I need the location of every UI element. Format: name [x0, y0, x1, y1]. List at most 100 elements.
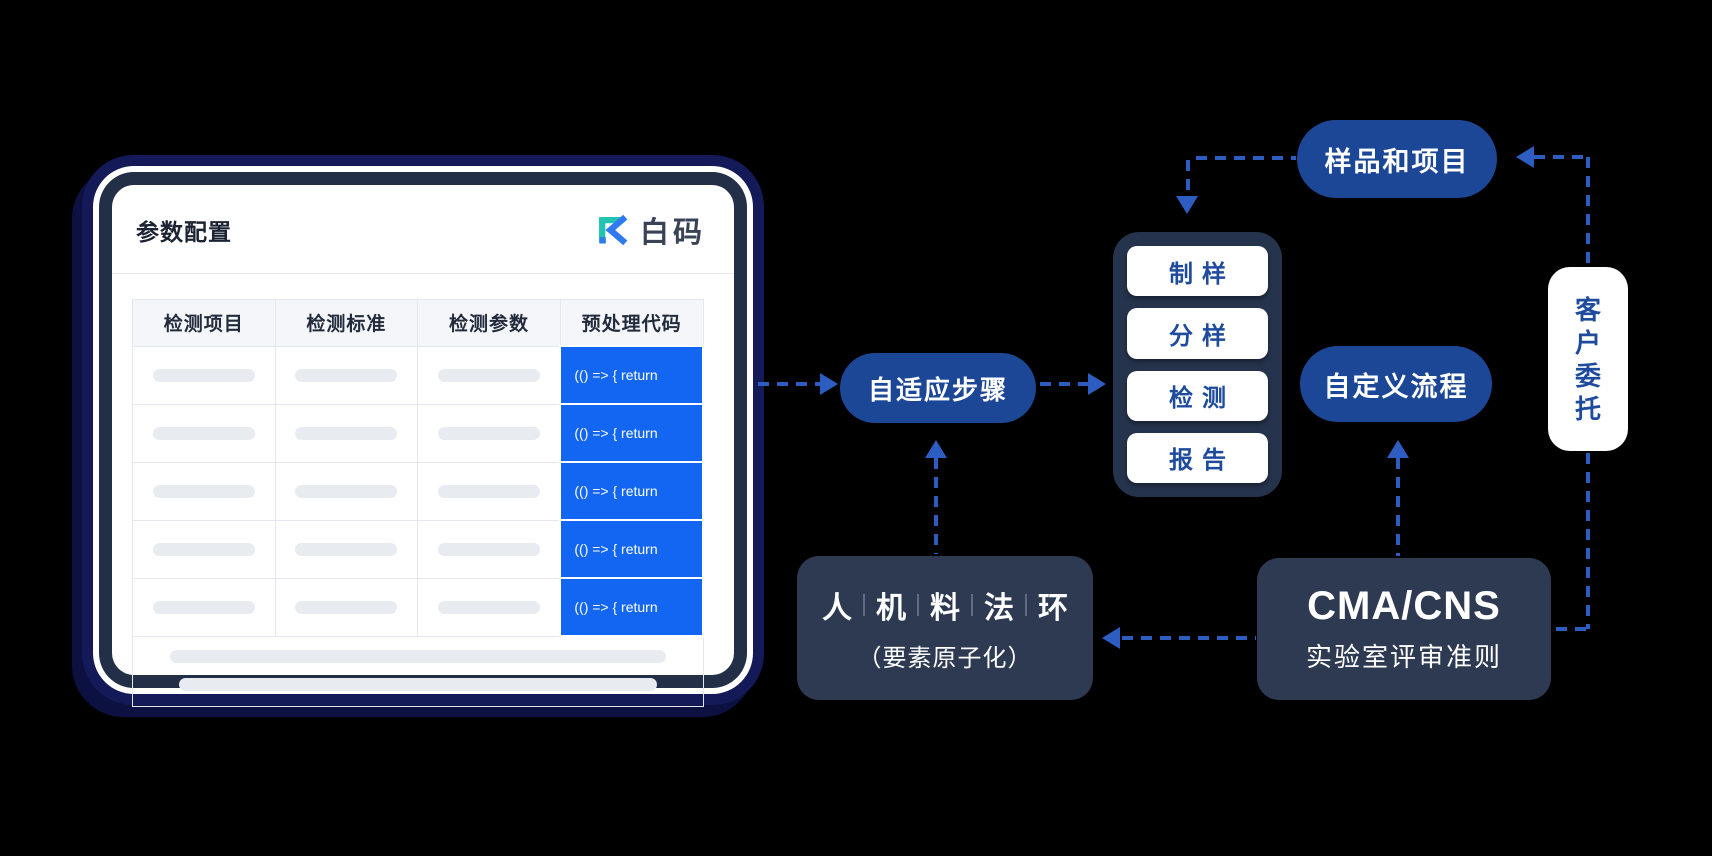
element-divider — [863, 594, 865, 616]
customer-char: 委 — [1574, 360, 1601, 391]
preprocess-code-cell: (() => { return — [559, 461, 704, 521]
parameter-config-window: 参数配置 白码 检测项目 检测标准 检测参数 预处理代码 — [112, 185, 734, 707]
placeholder-cell — [274, 403, 419, 463]
element-char: 料 — [930, 592, 960, 625]
arrowhead-up-icon — [925, 440, 947, 458]
arrow-cma-to-custom — [1396, 458, 1400, 556]
table-head: 检测项目 检测标准 检测参数 预处理代码 — [132, 299, 704, 347]
arrow-samples-to-stack-h — [1196, 156, 1296, 160]
elements-subtitle: （要素原子化） — [857, 645, 1033, 672]
placeholder-bar — [152, 426, 255, 440]
placeholder-cell — [132, 345, 276, 405]
element-divider — [917, 594, 919, 616]
brand-logo-text: 白码 — [639, 217, 706, 249]
placeholder-bar — [438, 426, 540, 440]
baima-logo-icon — [599, 214, 628, 246]
process-step-button: 制样 — [1127, 246, 1268, 297]
process-step-button: 报告 — [1127, 432, 1268, 483]
column-header: 检测项目 — [132, 299, 276, 347]
node-adaptive-steps: 自适应步骤 — [840, 353, 1036, 423]
placeholder-bar — [170, 650, 666, 663]
placeholder-cell — [274, 345, 419, 405]
arrowhead-left-icon — [1102, 627, 1120, 649]
preprocess-code-cell: (() => { return — [559, 577, 704, 637]
placeholder-cell — [417, 577, 561, 637]
placeholder-bar — [438, 484, 540, 498]
process-step-button: 分样 — [1127, 308, 1268, 359]
elements-row: 人机料法环 — [822, 583, 1068, 627]
preprocess-code-cell: (() => { return — [559, 519, 704, 579]
placeholder-cell — [132, 403, 276, 463]
placeholder-bar — [152, 542, 255, 556]
placeholder-cell — [417, 403, 561, 463]
customer-char: 客 — [1574, 294, 1601, 325]
element-char: 环 — [1038, 592, 1068, 625]
placeholder-cell — [132, 577, 276, 637]
table-row: (() => { return — [132, 403, 704, 463]
window-title: 参数配置 — [136, 219, 232, 245]
placeholder-bar — [295, 368, 398, 382]
placeholder-cell — [132, 519, 276, 579]
arrow-elements-to-adaptive — [934, 458, 938, 554]
arrowhead-up-icon — [1387, 440, 1409, 458]
placeholder-cell — [274, 519, 419, 579]
preprocess-code-cell: (() => { return — [559, 403, 704, 463]
node-samples-and-projects: 样品和项目 — [1297, 120, 1497, 198]
placeholder-bar — [438, 542, 540, 556]
placeholder-bar — [295, 484, 398, 498]
placeholder-cell — [417, 461, 561, 521]
config-table: 检测项目 检测标准 检测参数 预处理代码 (() => { return(() … — [132, 299, 704, 707]
arrow-customer-to-cma-v — [1586, 453, 1590, 629]
arrow-customer-to-samples-v — [1586, 157, 1590, 265]
element-divider — [1025, 594, 1027, 616]
placeholder-bar — [438, 368, 540, 382]
placeholder-bar — [152, 600, 255, 614]
placeholder-cell — [132, 461, 276, 521]
brand-logo: 白码 — [595, 209, 706, 251]
placeholder-bar — [295, 542, 398, 556]
cma-title: CMA/CNS — [1307, 584, 1501, 628]
placeholder-bar — [178, 678, 658, 691]
placeholder-cell — [417, 519, 561, 579]
table-row: (() => { return — [132, 345, 704, 405]
arrow-cma-to-elements — [1122, 636, 1256, 640]
placeholder-bar — [438, 600, 540, 614]
arrow-customer-to-cma-h — [1556, 627, 1590, 631]
placeholder-cell — [274, 461, 419, 521]
arrowhead-left-icon — [1516, 146, 1534, 168]
arrow-window-to-adaptive — [758, 382, 820, 386]
placeholder-bar — [152, 484, 255, 498]
arrow-customer-to-samples-h — [1534, 155, 1588, 159]
arrowhead-right-icon — [1088, 373, 1106, 395]
table-footer — [132, 637, 704, 707]
column-header: 预处理代码 — [559, 299, 704, 347]
placeholder-cell — [274, 577, 419, 637]
window-header: 参数配置 白码 — [112, 185, 734, 253]
table-row: (() => { return — [132, 461, 704, 521]
customer-char: 托 — [1574, 393, 1601, 424]
node-cma-cns: CMA/CNS 实验室评审准则 — [1257, 558, 1551, 700]
table-row: (() => { return — [132, 519, 704, 579]
element-char: 人 — [822, 592, 852, 625]
node-custom-process: 自定义流程 — [1300, 346, 1492, 422]
arrow-samples-to-stack-v — [1186, 160, 1190, 196]
arrowhead-down-icon — [1176, 196, 1198, 214]
node-elements-atomization: 人机料法环 （要素原子化） — [797, 556, 1093, 700]
parameter-table: 检测项目 检测标准 检测参数 预处理代码 (() => { return(() … — [132, 299, 704, 637]
process-step-button: 检测 — [1127, 370, 1268, 421]
arrow-adaptive-to-stack — [1040, 382, 1088, 386]
element-char: 法 — [984, 592, 1014, 625]
arrowhead-right-icon — [820, 373, 838, 395]
table-header-row: 检测项目 检测标准 检测参数 预处理代码 — [132, 299, 704, 347]
element-divider — [971, 594, 973, 616]
column-header: 检测标准 — [274, 299, 419, 347]
column-header: 检测参数 — [417, 299, 561, 347]
cma-subtitle: 实验室评审准则 — [1305, 642, 1502, 672]
customer-char: 户 — [1574, 327, 1601, 358]
process-step-stack: 制样分样检测报告 — [1113, 232, 1282, 497]
element-char: 机 — [876, 592, 906, 625]
placeholder-bar — [152, 368, 255, 382]
placeholder-bar — [295, 600, 398, 614]
header-divider — [112, 273, 734, 274]
